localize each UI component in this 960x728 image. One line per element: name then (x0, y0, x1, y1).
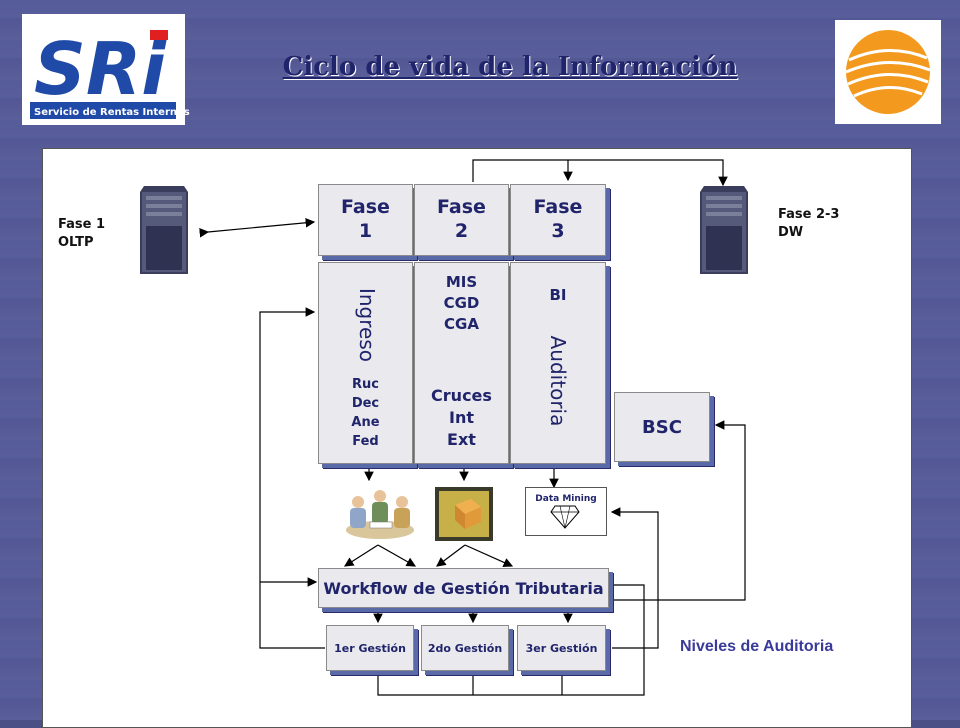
server-left-label: Fase 1 OLTP (58, 217, 106, 250)
workflow-box: Workflow de Gestión Tributaria (318, 568, 609, 608)
server-right-label: Fase 2-3 DW (778, 207, 840, 240)
data-mining-box: Data Mining (525, 487, 607, 536)
bi-label: BI (549, 286, 567, 304)
gestion-3-box: 3er Gestión (517, 625, 606, 671)
people-meeting-icon (340, 486, 420, 546)
phase-2-bottom-items: Cruces Int Ext (431, 386, 492, 449)
data-mining-label: Data Mining (535, 494, 597, 504)
phase-1-body: Ingreso Ruc Dec Ane Fed (318, 262, 413, 464)
auditoria-label: Auditoria (546, 335, 570, 427)
niveles-auditoria-label: Niveles de Auditoria (680, 638, 834, 655)
phase-3-body: BI Auditoria (510, 262, 606, 464)
package-icon (435, 487, 493, 545)
diamond-icon (550, 505, 580, 529)
phase-2-body: MIS CGD CGA Cruces Int Ext (414, 262, 509, 464)
sri-subtitle: Servicio de Rentas Internas (34, 107, 190, 118)
phase-1-items: Ruc Dec Ane Fed (351, 377, 380, 449)
gestion-1-box: 1er Gestión (326, 625, 414, 671)
bsc-box: BSC (614, 392, 710, 462)
ingreso-label: Ingreso (355, 287, 379, 362)
sphere-logo (835, 20, 941, 124)
sri-logo: SRi Servicio de Rentas Internas (22, 14, 190, 125)
phase-2-top-items: MIS CGD CGA (443, 273, 480, 333)
oltp-server-icon (136, 186, 192, 278)
dw-server-icon (696, 186, 752, 278)
svg-text:SRi: SRi (34, 27, 167, 111)
page-title: Ciclo de vida de la Información (282, 52, 738, 82)
gestion-2-box: 2do Gestión (421, 625, 509, 671)
